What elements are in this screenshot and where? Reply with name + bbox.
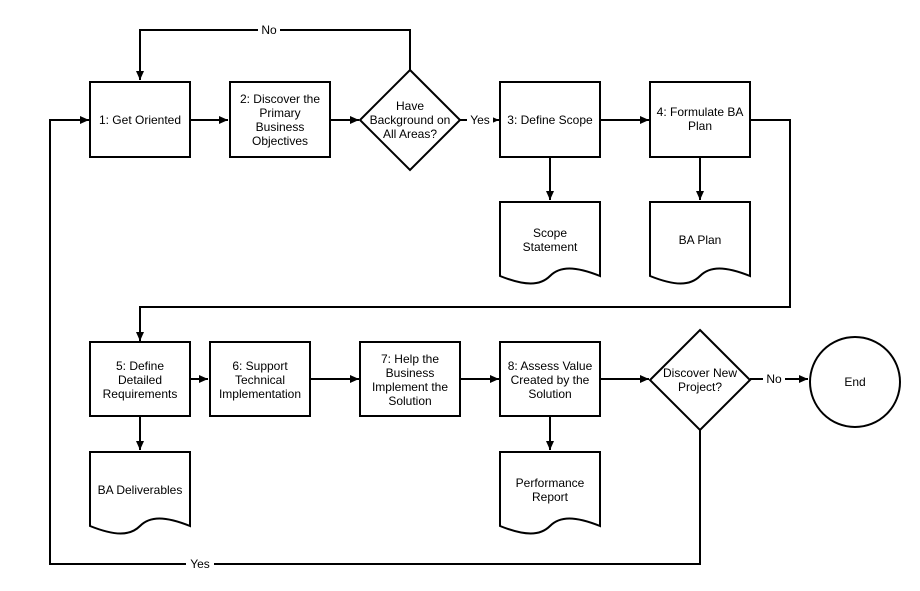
label-line: Project? <box>678 380 722 394</box>
label-line: Solution <box>528 387 571 401</box>
label-line: Implement the <box>372 380 448 394</box>
doc-ba-plan <box>649 201 751 285</box>
label-line: 5: Define <box>116 359 164 373</box>
label-line: Primary <box>259 106 300 120</box>
label-ba-plan: BA Plan <box>679 233 722 247</box>
label-line: Detailed <box>118 373 162 387</box>
node-assess-value <box>499 341 601 417</box>
node-help-business <box>359 341 461 417</box>
doc-performance-report <box>499 451 601 535</box>
label-line: 1: Get Oriented <box>99 113 181 127</box>
label-line: 3: Define Scope <box>507 113 593 127</box>
label-line: Statement <box>523 240 578 254</box>
label-line: Implementation <box>219 387 301 401</box>
edge-plan-to-requirements <box>136 119 791 341</box>
label-line: 2: Discover the <box>240 92 320 106</box>
label-line: 7: Help the <box>381 352 439 366</box>
label-line: Solution <box>388 394 431 408</box>
label-line: Have <box>396 99 424 113</box>
edge-decision-yes-loop <box>49 116 701 565</box>
doc-scope-statement <box>499 201 601 285</box>
node-discover-objectives <box>229 81 331 158</box>
edge-label-project-no: No <box>766 372 782 386</box>
label-line: 8: Assess Value <box>508 359 593 373</box>
edge-label-background-yes: Yes <box>470 113 490 127</box>
label-line: Technical <box>235 373 285 387</box>
node-define-scope <box>499 81 601 158</box>
edge-label-background-no: No <box>261 23 277 37</box>
edge-label-project-yes: Yes <box>190 557 210 571</box>
label-line: All Areas? <box>383 127 437 141</box>
label-end: End <box>844 375 865 389</box>
node-define-requirements <box>89 341 191 417</box>
label-line: Created by the <box>511 373 590 387</box>
node-formulate-plan <box>649 81 751 158</box>
doc-ba-deliverables <box>89 451 191 535</box>
label-line: Business <box>256 120 305 134</box>
node-end <box>809 336 901 428</box>
node-get-oriented <box>89 81 191 158</box>
label-line: Plan <box>688 119 712 133</box>
label-line: Requirements <box>103 387 178 401</box>
node-discover-new-project-decision <box>648 328 752 432</box>
label-line: Background on <box>370 113 451 127</box>
label-line: BA Plan <box>679 233 722 247</box>
label-ba-deliverables: BA Deliverables <box>98 483 183 497</box>
label-line: Performance <box>516 476 585 490</box>
label-define-scope: 3: Define Scope <box>507 113 593 127</box>
label-line: Business <box>386 366 435 380</box>
edge-labels: No Yes No Yes <box>186 22 785 572</box>
node-support-implementation <box>209 341 311 417</box>
label-line: Scope <box>533 226 567 240</box>
label-line: End <box>844 375 865 389</box>
label-line: Objectives <box>252 134 308 148</box>
label-line: Report <box>532 490 569 504</box>
label-line: 6: Support <box>232 359 288 373</box>
label-line: Discover New <box>663 366 737 380</box>
node-have-background-decision <box>358 68 462 172</box>
label-get-oriented: 1: Get Oriented <box>99 113 181 127</box>
label-line: BA Deliverables <box>98 483 183 497</box>
label-line: 4: Formulate BA <box>657 105 744 119</box>
